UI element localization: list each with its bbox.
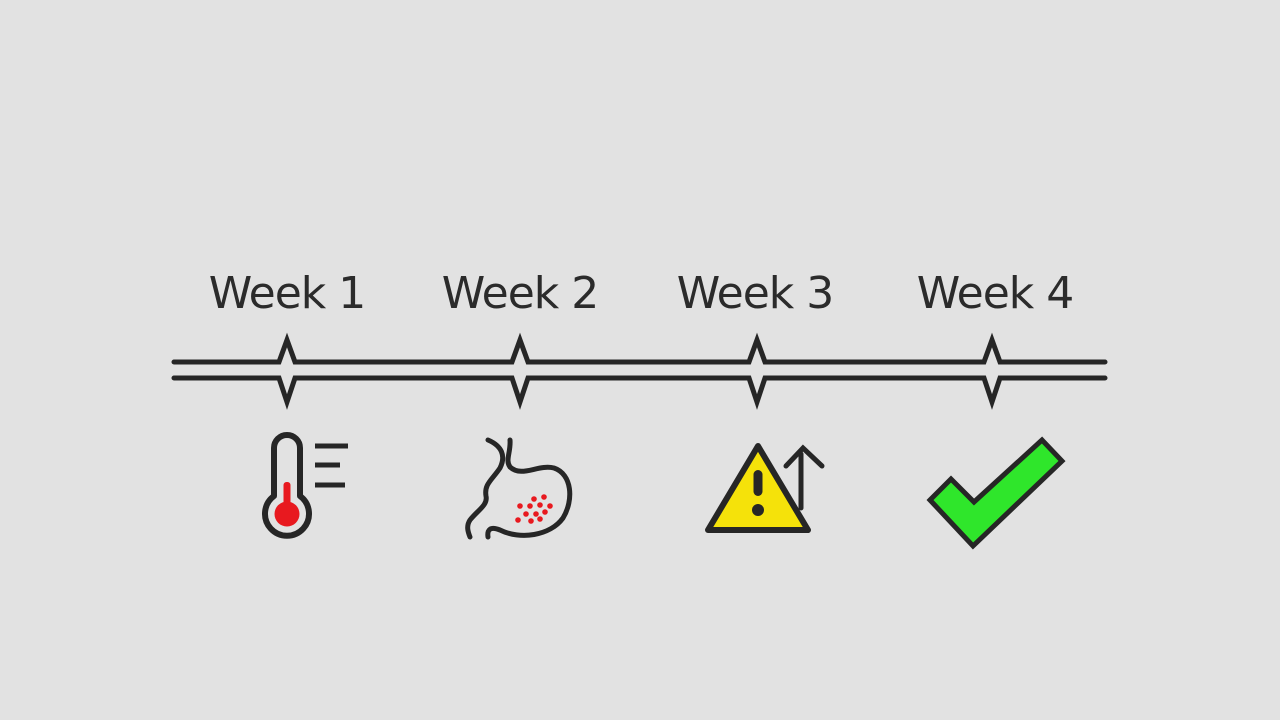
stomach-icon (465, 437, 573, 540)
thermometer-icon (262, 432, 348, 539)
warning-increase-icon (705, 443, 825, 533)
week-3-label: Week 3 (677, 268, 834, 319)
week-4-label: Week 4 (917, 268, 1074, 319)
timeline-line (171, 332, 1108, 410)
week-2-label: Week 2 (442, 268, 599, 319)
week-1-label: Week 1 (209, 268, 366, 319)
checkmark-icon (926, 436, 1066, 550)
